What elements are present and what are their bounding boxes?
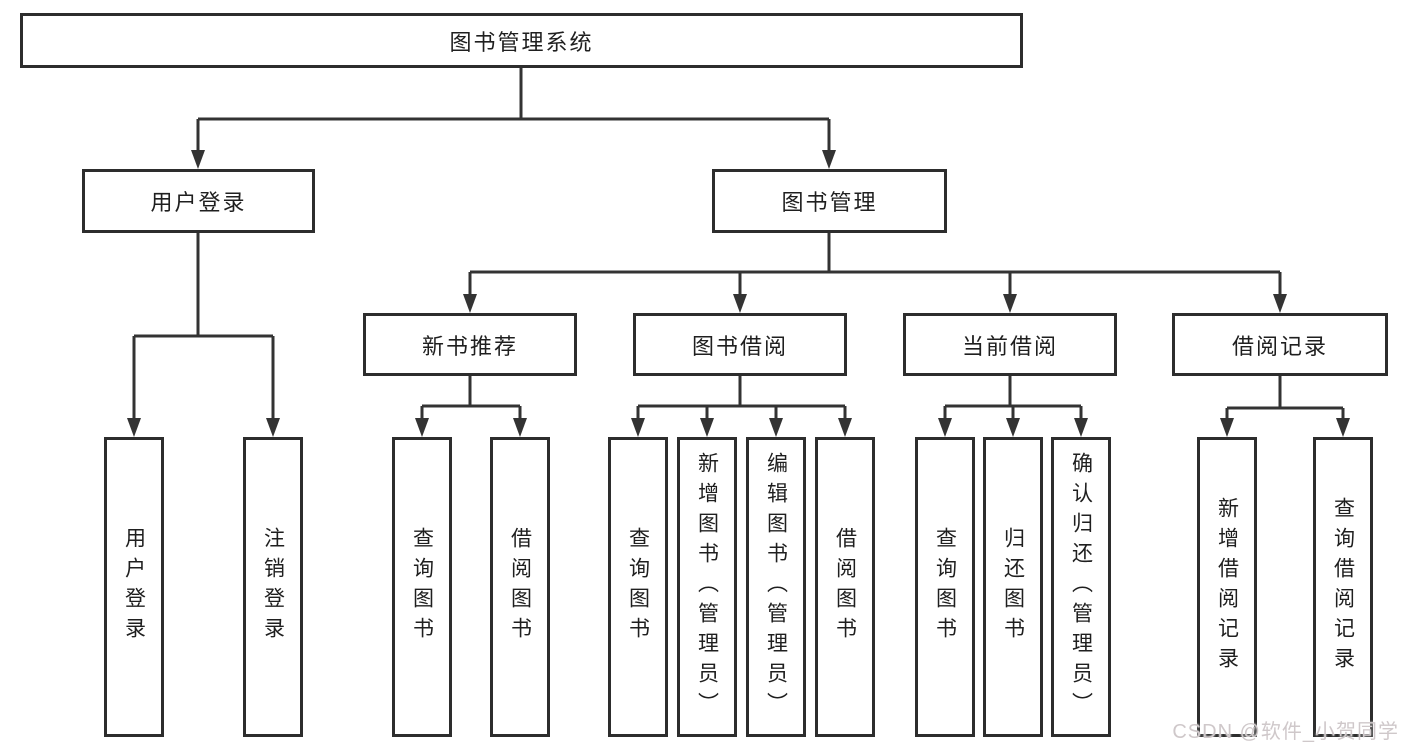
- leaf-borrowing-query: 查询图书: [608, 437, 668, 737]
- node-book-mgmt: 图书管理: [712, 169, 947, 233]
- leaf-records-query: 查询借阅记录: [1313, 437, 1373, 737]
- node-user-login: 用户登录: [82, 169, 315, 233]
- leaf-newbooks-borrow-label: 借阅图书: [508, 527, 532, 647]
- connector-records: [1220, 376, 1350, 437]
- leaf-logout-label: 注销登录: [261, 527, 285, 647]
- leaf-records-query-label: 查询借阅记录: [1331, 497, 1355, 677]
- node-current-label: 当前借阅: [961, 333, 1058, 359]
- csdn-watermark: CSDN @软件_小贺同学: [1172, 721, 1399, 743]
- node-records-label: 借阅记录: [1231, 333, 1328, 359]
- leaf-borrowing-borrow: 借阅图书: [815, 437, 875, 737]
- node-records: 借阅记录: [1172, 313, 1388, 376]
- connector-current: [938, 376, 1088, 437]
- leaf-current-return: 归还图书: [983, 437, 1043, 737]
- leaf-newbooks-query-label: 查询图书: [410, 527, 434, 647]
- leaf-borrowing-add-admin-label: 新增图书（管理员）: [695, 452, 719, 722]
- leaf-borrowing-edit-admin-label: 编辑图书（管理员）: [764, 452, 788, 722]
- leaf-current-query-label: 查询图书: [933, 527, 957, 647]
- leaf-newbooks-borrow: 借阅图书: [490, 437, 550, 737]
- node-root-label: 图书管理系统: [449, 29, 594, 55]
- leaf-newbooks-query: 查询图书: [392, 437, 452, 737]
- node-new-books-label: 新书推荐: [421, 333, 518, 359]
- connector-borrowing: [631, 376, 852, 437]
- node-current: 当前借阅: [903, 313, 1117, 376]
- leaf-current-confirm-admin: 确认归还（管理员）: [1051, 437, 1111, 737]
- leaf-user-login: 用户登录: [104, 437, 164, 737]
- leaf-borrowing-add-admin: 新增图书（管理员）: [677, 437, 737, 737]
- leaf-borrowing-query-label: 查询图书: [626, 527, 650, 647]
- leaf-borrowing-borrow-label: 借阅图书: [833, 527, 857, 647]
- node-user-login-label: 用户登录: [150, 190, 247, 215]
- node-borrowing: 图书借阅: [633, 313, 847, 376]
- leaf-current-confirm-admin-label: 确认归还（管理员）: [1069, 452, 1093, 722]
- leaf-user-login-label: 用户登录: [122, 527, 146, 647]
- leaf-current-query: 查询图书: [915, 437, 975, 737]
- leaf-current-return-label: 归还图书: [1001, 527, 1025, 647]
- leaf-borrowing-edit-admin: 编辑图书（管理员）: [746, 437, 806, 737]
- connector-new-books: [415, 376, 527, 437]
- node-book-mgmt-label: 图书管理: [781, 190, 878, 215]
- leaf-logout: 注销登录: [243, 437, 303, 737]
- node-root: 图书管理系统: [20, 13, 1023, 68]
- connector-book-mgmt: [463, 233, 1287, 313]
- leaf-records-add-label: 新增借阅记录: [1215, 497, 1239, 677]
- node-borrowing-label: 图书借阅: [691, 333, 788, 359]
- connector-root: [191, 68, 836, 169]
- node-new-books: 新书推荐: [363, 313, 577, 376]
- connector-user-login: [127, 233, 280, 437]
- leaf-records-add: 新增借阅记录: [1197, 437, 1257, 737]
